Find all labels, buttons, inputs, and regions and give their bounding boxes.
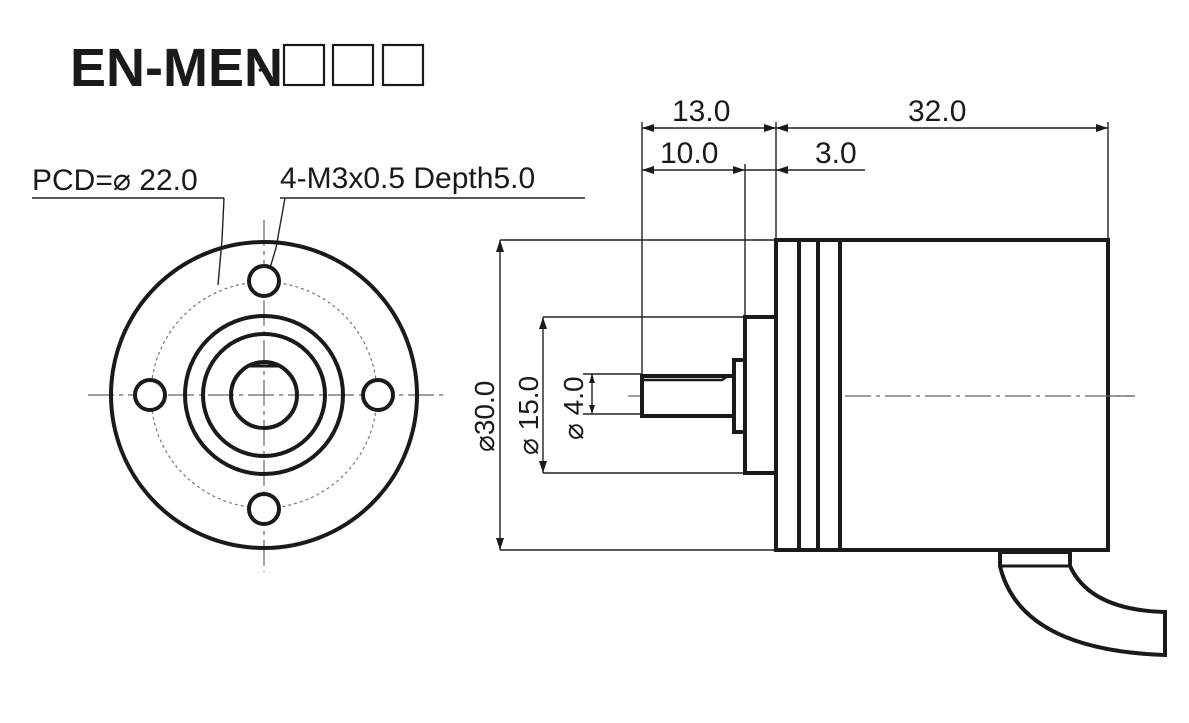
encoder-body <box>774 238 1110 552</box>
dim-32: 32.0 <box>908 95 966 128</box>
flange-outline <box>109 240 419 550</box>
model-title: EN-MEN - <box>70 38 425 98</box>
pcd-leader <box>217 197 225 286</box>
dim-10: 10.0 <box>660 137 718 170</box>
dia30-label: ⌀30.0 <box>469 381 500 452</box>
shaft <box>640 374 736 418</box>
cable <box>998 550 1167 658</box>
dia15-label: ⌀ 15.0 <box>513 376 544 455</box>
dim-3: 3.0 <box>815 137 857 170</box>
option-box-1 <box>282 43 326 87</box>
front-view: PCD=⌀ 22.0 4-M3x0.5 Depth5.0 <box>32 162 585 572</box>
model-dash: - <box>257 47 270 89</box>
shaft-flat-line <box>642 374 729 382</box>
option-box-3 <box>381 43 425 87</box>
model-prefix: EN-MEN <box>70 38 283 98</box>
mount-hole-bottom <box>247 492 281 526</box>
hole-leader <box>269 197 286 269</box>
boss-inner-ring <box>201 332 327 458</box>
dia4-label: ⌀ 4.0 <box>558 376 589 440</box>
boss-outer-ring <box>183 314 345 476</box>
pilot-boss <box>743 315 778 475</box>
dim-13: 13.0 <box>672 95 730 128</box>
option-box-2 <box>331 43 375 87</box>
mount-hole-right <box>361 378 395 412</box>
shaft-circle <box>229 360 299 430</box>
dim-arrows-dia4 <box>589 374 595 414</box>
side-view: 13.0 32.0 10.0 3.0 ⌀30.0 ⌀ 15.0 ⌀ 4.0 <box>469 95 1167 658</box>
mount-hole-left <box>133 378 167 412</box>
pcd-label: PCD=⌀ 22.0 <box>32 164 198 197</box>
hole-label: 4-M3x0.5 Depth5.0 <box>280 162 535 195</box>
mount-hole-top <box>247 264 281 298</box>
